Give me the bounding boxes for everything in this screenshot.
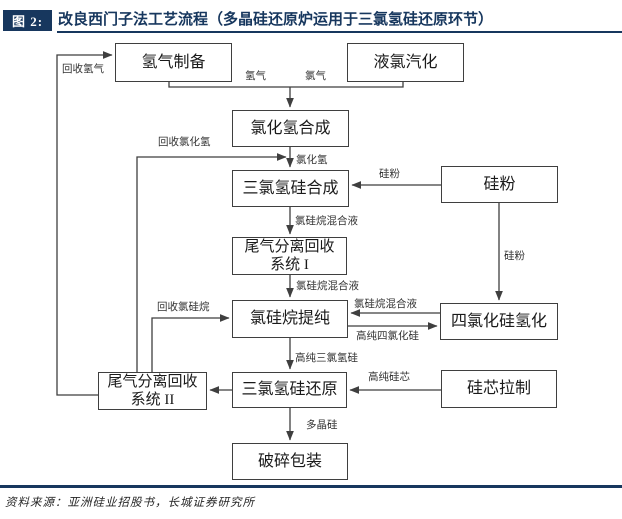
- label-recycled-hcl: 回收氯化氢: [158, 137, 211, 148]
- label-high-purity-core: 高纯硅芯: [368, 372, 410, 383]
- node-silicon-powder: 硅粉: [441, 166, 558, 203]
- label-recycled-chlorosilane: 回收氯硅烷: [157, 302, 210, 313]
- node-crushing-packaging: 破碎包装: [232, 443, 348, 480]
- node-hcl-synthesis: 氯化氢合成: [232, 110, 349, 147]
- label-chlorosilane-mix-1: 氯硅烷混合液: [295, 216, 358, 227]
- node-chlorosilane-purification: 氯硅烷提纯: [232, 300, 348, 338]
- label-si-powder-down: 硅粉: [504, 251, 525, 262]
- node-offgas-recovery-system-2: 尾气分离回收 系统 II: [98, 372, 207, 410]
- source-note: 资料来源：亚洲硅业招股书，长城证券研究所: [5, 497, 255, 509]
- node-tcs-reduction: 三氯氢硅还原: [232, 372, 347, 408]
- label-h2: 氢气: [245, 71, 266, 82]
- node-tcs-synthesis: 三氯氢硅合成: [232, 170, 349, 207]
- label-chlorosilane-mix-2: 氯硅烷混合液: [296, 281, 359, 292]
- figure-title: 改良西门子法工艺流程（多晶硅还原炉运用于三氯氢硅还原环节）: [58, 11, 494, 28]
- node-h2-preparation: 氢气制备: [115, 43, 232, 82]
- edge-gas-bus: [168, 82, 404, 88]
- label-si-powder-in: 硅粉: [379, 169, 400, 180]
- figure-number-badge: 图 2:: [3, 10, 52, 31]
- node-stc-hydrogenation: 四氯化硅氢化: [440, 303, 558, 340]
- label-polysilicon: 多晶硅: [306, 420, 338, 431]
- label-cl2: 氯气: [305, 71, 326, 82]
- label-high-purity-stc: 高纯四氯化硅: [356, 331, 419, 342]
- edge-recycled-hcl: [136, 153, 287, 372]
- bottom-rule: [0, 485, 622, 488]
- node-silicon-core-pulling: 硅芯拉制: [441, 370, 557, 408]
- node-liquid-cl2-vaporization: 液氯汽化: [347, 43, 464, 82]
- edge-recycled-chlorosilane: [151, 314, 230, 372]
- title-underline: [57, 31, 622, 33]
- label-hcl: 氯化氢: [296, 155, 328, 166]
- label-high-purity-tcs: 高纯三氯氢硅: [295, 353, 358, 364]
- label-recycled-h2: 回收氢气: [62, 64, 104, 75]
- edge-recycled-h2: [56, 51, 113, 396]
- node-offgas-recovery-system-1: 尾气分离回收 系统 I: [232, 237, 347, 275]
- label-chlorosilane-mix-3: 氯硅烷混合液: [354, 299, 417, 310]
